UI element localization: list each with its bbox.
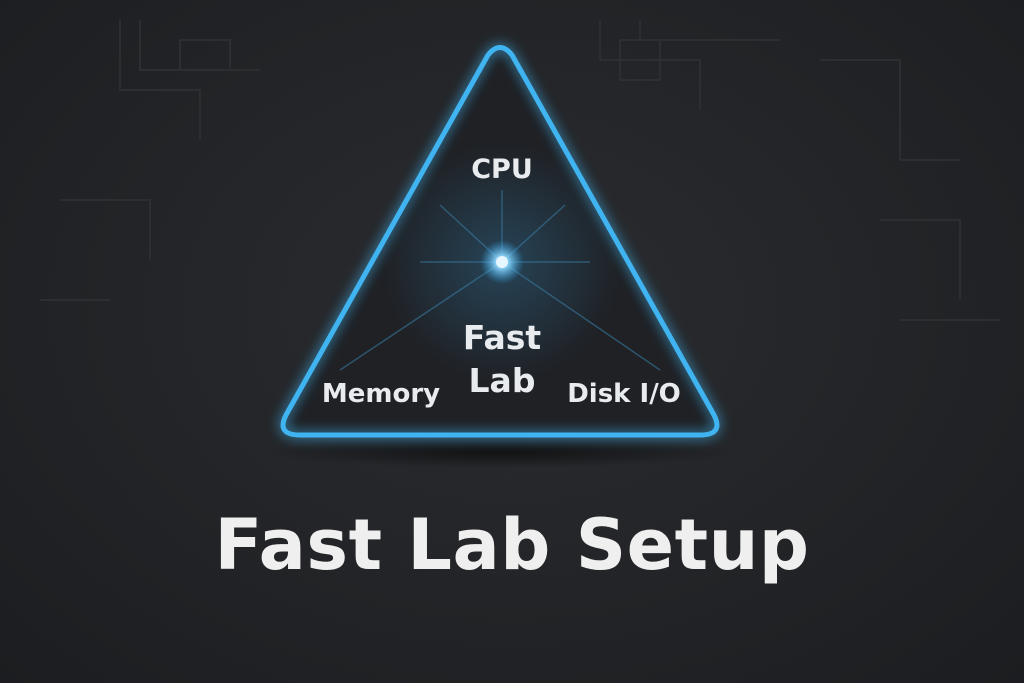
node-label-cpu: CPU xyxy=(471,154,533,185)
triangle-outline xyxy=(280,45,720,438)
node-label-disk-io: Disk I/O xyxy=(567,379,681,409)
center-label-line2: Lab xyxy=(469,361,536,400)
node-label-memory: Memory xyxy=(322,379,440,409)
triangle-shadow xyxy=(260,436,740,468)
page-title: Fast Lab Setup xyxy=(214,504,810,586)
center-label-line1: Fast xyxy=(463,318,542,357)
center-dot xyxy=(496,256,508,268)
